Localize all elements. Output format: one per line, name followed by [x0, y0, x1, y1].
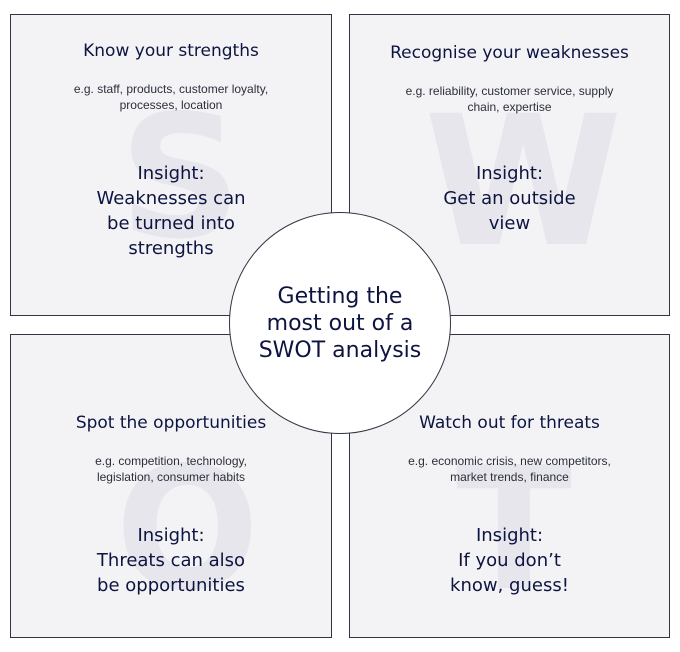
- opportunities-insight-line: Insight:: [137, 525, 205, 546]
- strengths-title: Know your strengths: [83, 41, 259, 61]
- weaknesses-examples: e.g. reliability, customer service, supp…: [405, 84, 614, 114]
- weaknesses-title: Recognise your weaknesses: [390, 43, 629, 63]
- weaknesses-insight-line: Insight:: [475, 163, 544, 184]
- strengths-examples: e.g. staff, products, customer loyalty, …: [73, 82, 269, 112]
- threats-insight-line: know, guess!: [450, 575, 569, 596]
- threats-insight-line: If you don’t: [458, 550, 561, 571]
- strengths-insight-line: Insight:: [137, 163, 205, 184]
- strengths-watermark-letter: S: [119, 79, 242, 277]
- weaknesses-watermark-letter: W: [424, 78, 623, 287]
- strengths-insight: Insight: Weaknesses can be turned into s…: [11, 161, 331, 261]
- opportunities-title: Spot the opportunities: [75, 413, 267, 433]
- weaknesses-quadrant: W Recognise your weaknesses e.g. reliabi…: [349, 14, 670, 316]
- weaknesses-insight: Insight: Get an outside view: [350, 161, 669, 236]
- opportunities-insight-line: Threats can also: [96, 550, 246, 571]
- opportunities-insight-line: be opportunities: [97, 575, 245, 596]
- center-title-line: Getting the: [277, 283, 403, 309]
- threats-insight: Insight: If you don’t know, guess!: [350, 523, 669, 598]
- opportunities-insight: Insight: Threats can also be opportuniti…: [11, 523, 331, 598]
- threats-title: Watch out for threats: [419, 413, 600, 433]
- strengths-insight-line: Weaknesses can: [96, 188, 246, 209]
- strengths-quadrant: S Know your strengths e.g. staff, produc…: [10, 14, 332, 316]
- center-title-line: SWOT analysis: [258, 337, 422, 363]
- threats-insight-line: Insight:: [475, 525, 544, 546]
- center-title: Getting the most out of a SWOT analysis: [259, 283, 422, 364]
- weaknesses-insight-line: view: [488, 213, 531, 234]
- opportunities-examples: e.g. competition, technology, legislatio…: [95, 454, 247, 484]
- weaknesses-insight-line: Get an outside: [443, 188, 576, 209]
- opportunities-watermark-letter: O: [115, 431, 260, 629]
- threats-examples: e.g. economic crisis, new competitors, m…: [408, 454, 611, 484]
- threats-watermark-letter: T: [456, 431, 572, 629]
- opportunities-quadrant: O Spot the opportunities e.g. competitio…: [10, 334, 332, 638]
- strengths-insight-line: strengths: [128, 238, 214, 259]
- strengths-insight-line: be turned into: [107, 213, 235, 234]
- center-circle: Getting the most out of a SWOT analysis: [229, 212, 451, 434]
- center-title-line: most out of a: [266, 310, 414, 336]
